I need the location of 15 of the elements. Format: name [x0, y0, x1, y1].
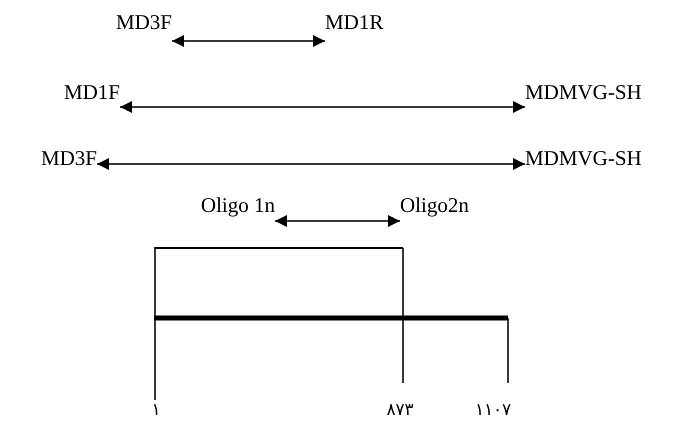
double-arrow [120, 101, 525, 113]
position-number: ١ [152, 400, 160, 420]
primer-label: Oligo 1n [200, 193, 275, 217]
primer-label: MD3F [116, 10, 172, 34]
double-arrow [172, 35, 325, 47]
primer-label: MD1F [64, 80, 120, 104]
double-arrow [275, 215, 400, 227]
primer-label: MD1R [325, 10, 384, 34]
position-number: ٨٧٣ [386, 400, 414, 420]
primer-label: MD3F [40, 146, 97, 170]
position-number: ١١٠٧ [475, 400, 511, 420]
primer-label: MDMVG-SH [525, 80, 642, 104]
primer-label: Oligo2n [400, 193, 469, 217]
primer-label: MDMVG-SH [525, 146, 642, 170]
double-arrow [97, 158, 525, 170]
